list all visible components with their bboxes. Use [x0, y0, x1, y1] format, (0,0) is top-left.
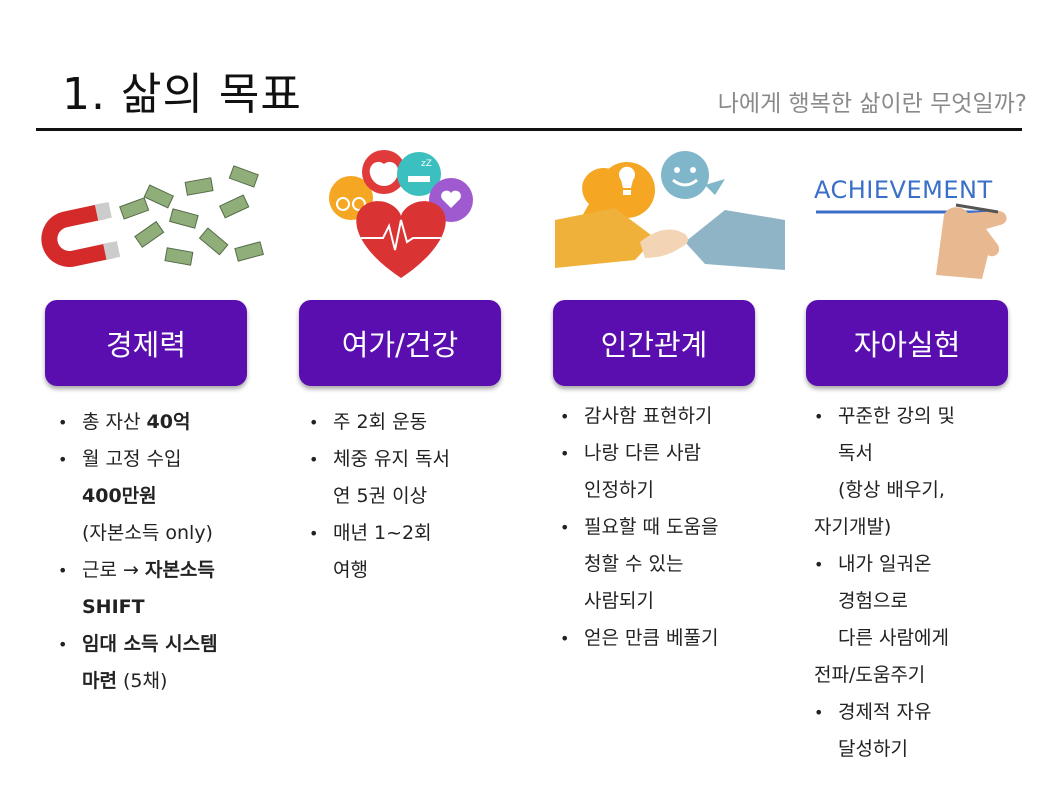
list-item: 총 자산 40억 [58, 404, 288, 441]
page-subtitle: 나에게 행복한 삶이란 무엇일까? [717, 91, 1027, 117]
heading-economic-label: 경제력 [105, 328, 187, 362]
list-item: 근로 → 자본소득 SHIFT [58, 552, 288, 626]
svg-text:zZ: zZ [421, 159, 432, 169]
list-item: 체중 유지 독서 연 5권 이상 [309, 441, 539, 515]
list-item: 필요할 때 도움을 청할 수 있는 사람되기 [560, 509, 790, 620]
list-item: 월 고정 수입 400만원 (자본소득 only) [58, 441, 288, 552]
achievement-text: ACHIEVEMENT [814, 176, 993, 204]
page-title: 1. 삶의 목표 [62, 69, 302, 120]
list-item: 내가 일궈온 경험으로 다른 사람에게 전파/도움주기 [814, 546, 1044, 694]
list-item: 경제적 자유 달성하기 [814, 694, 1044, 768]
relationships-list: 감사함 표현하기 나랑 다른 사람 인정하기 필요할 때 도움을 청할 수 있는… [560, 398, 790, 657]
heart-health-icon: zZ [291, 150, 521, 280]
list-item: 임대 소득 시스템 마련 (5채) [58, 626, 288, 700]
achievement-icon: ACHIEVEMENT [806, 150, 1036, 280]
heading-relationships-label: 인간관계 [600, 328, 708, 362]
heading-economic: 경제력 [45, 300, 247, 386]
list-item: 감사함 표현하기 [560, 398, 790, 435]
list-item: 주 2회 운동 [309, 404, 539, 441]
heading-self-realization-label: 자아실현 [853, 328, 961, 362]
handshake-icon [555, 150, 785, 280]
heading-leisure-health: 여가/건강 [299, 300, 501, 386]
list-item: 나랑 다른 사람 인정하기 [560, 435, 790, 509]
list-item: 매년 1~2회 여행 [309, 515, 539, 589]
title-divider [36, 128, 1022, 131]
magnet-money-icon [36, 150, 266, 280]
leisure-health-list: 주 2회 운동 체중 유지 독서 연 5권 이상 매년 1~2회 여행 [309, 404, 539, 589]
list-item: 꾸준한 강의 및 독서 (항상 배우기, 자기개발) [814, 398, 1044, 546]
economic-list: 총 자산 40억 월 고정 수입 400만원 (자본소득 only) 근로 → … [58, 404, 288, 700]
heading-self-realization: 자아실현 [806, 300, 1008, 386]
list-item: 얻은 만큼 베풀기 [560, 620, 790, 657]
self-realization-list: 꾸준한 강의 및 독서 (항상 배우기, 자기개발) 내가 일궈온 경험으로 다… [814, 398, 1044, 768]
heading-relationships: 인간관계 [553, 300, 755, 386]
heading-leisure-health-label: 여가/건강 [341, 328, 459, 362]
